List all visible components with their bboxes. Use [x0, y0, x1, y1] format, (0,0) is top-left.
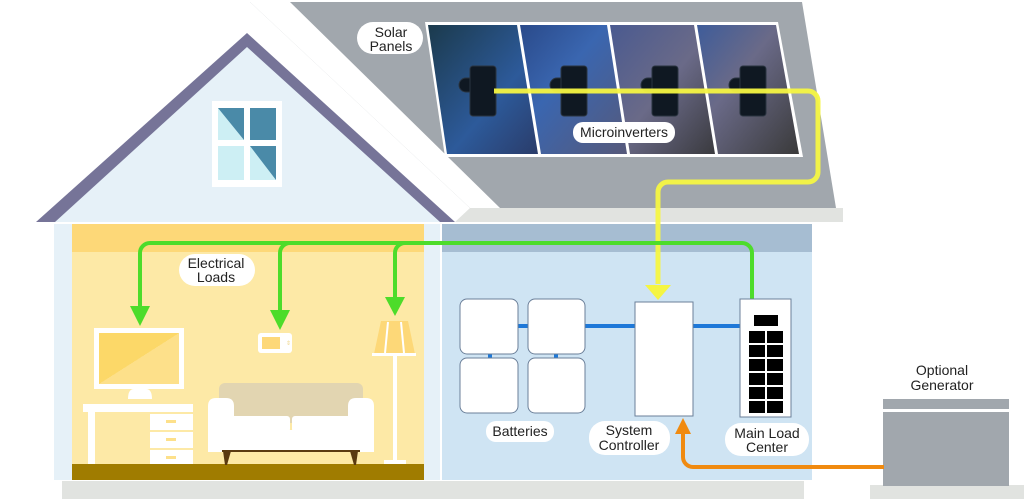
main-load-center: [739, 298, 792, 418]
optional-generator: [870, 399, 1024, 499]
load-arrow-tv: [130, 306, 150, 326]
solar-flow-line: [494, 88, 821, 284]
label-main-load-center-line2: Center: [746, 439, 788, 455]
microinverter: [458, 65, 497, 117]
system-controller: [634, 301, 694, 417]
battery: [527, 357, 586, 414]
battery: [459, 298, 519, 355]
load-flow-line: [278, 241, 291, 312]
label-system-controller: System Controller: [589, 421, 670, 455]
label-batteries: Batteries: [486, 421, 554, 442]
breakers: [749, 331, 783, 413]
floor-lamp: [372, 321, 416, 464]
label-optional-generator-line1: Optional: [916, 362, 968, 378]
label-electrical-loads-line1: Electrical: [188, 255, 245, 271]
generator-flow-line: [681, 432, 884, 469]
load-flow-line: [393, 241, 406, 298]
attic-window: [212, 101, 282, 187]
battery: [527, 298, 586, 355]
load-arrow-lamp: [385, 297, 405, 316]
living-room-ceiling: [72, 224, 424, 252]
batteries: [459, 298, 586, 414]
label-solar-panels-line2: Panels: [370, 38, 413, 54]
load-arrow-thermostat: [270, 310, 290, 330]
generator-flow-arrow: [675, 418, 691, 434]
thermostat: ⇕: [258, 333, 292, 353]
tv-desk: [83, 328, 193, 464]
sofa: [208, 383, 374, 465]
svg-text:⇕: ⇕: [286, 340, 291, 347]
battery: [459, 357, 519, 414]
label-microinverters-text: Microinverters: [580, 124, 668, 140]
solar-flow-arrow: [645, 285, 671, 300]
roof-white-edge: [250, 2, 500, 208]
living-room-floor: [72, 464, 424, 480]
utility-room-ceiling: [442, 224, 812, 252]
foundation: [62, 481, 804, 499]
label-system-controller-line1: System: [606, 422, 653, 438]
label-optional-generator-line2: Generator: [910, 377, 973, 393]
label-main-load-center: Main Load Center: [725, 423, 809, 456]
label-optional-generator: Optional Generator: [910, 362, 973, 393]
label-electrical-loads: Electrical Loads: [179, 254, 255, 286]
load-flow-line: [138, 241, 754, 308]
label-system-controller-line2: Controller: [599, 437, 660, 453]
label-solar-panels: Solar Panels: [357, 22, 423, 54]
label-batteries-text: Batteries: [492, 423, 547, 439]
label-solar-panels-line1: Solar: [375, 24, 408, 40]
label-main-load-center-line1: Main Load: [734, 425, 799, 441]
label-microinverters: Microinverters: [573, 122, 675, 143]
roof-eave: [455, 208, 843, 222]
label-electrical-loads-line2: Loads: [197, 269, 235, 285]
